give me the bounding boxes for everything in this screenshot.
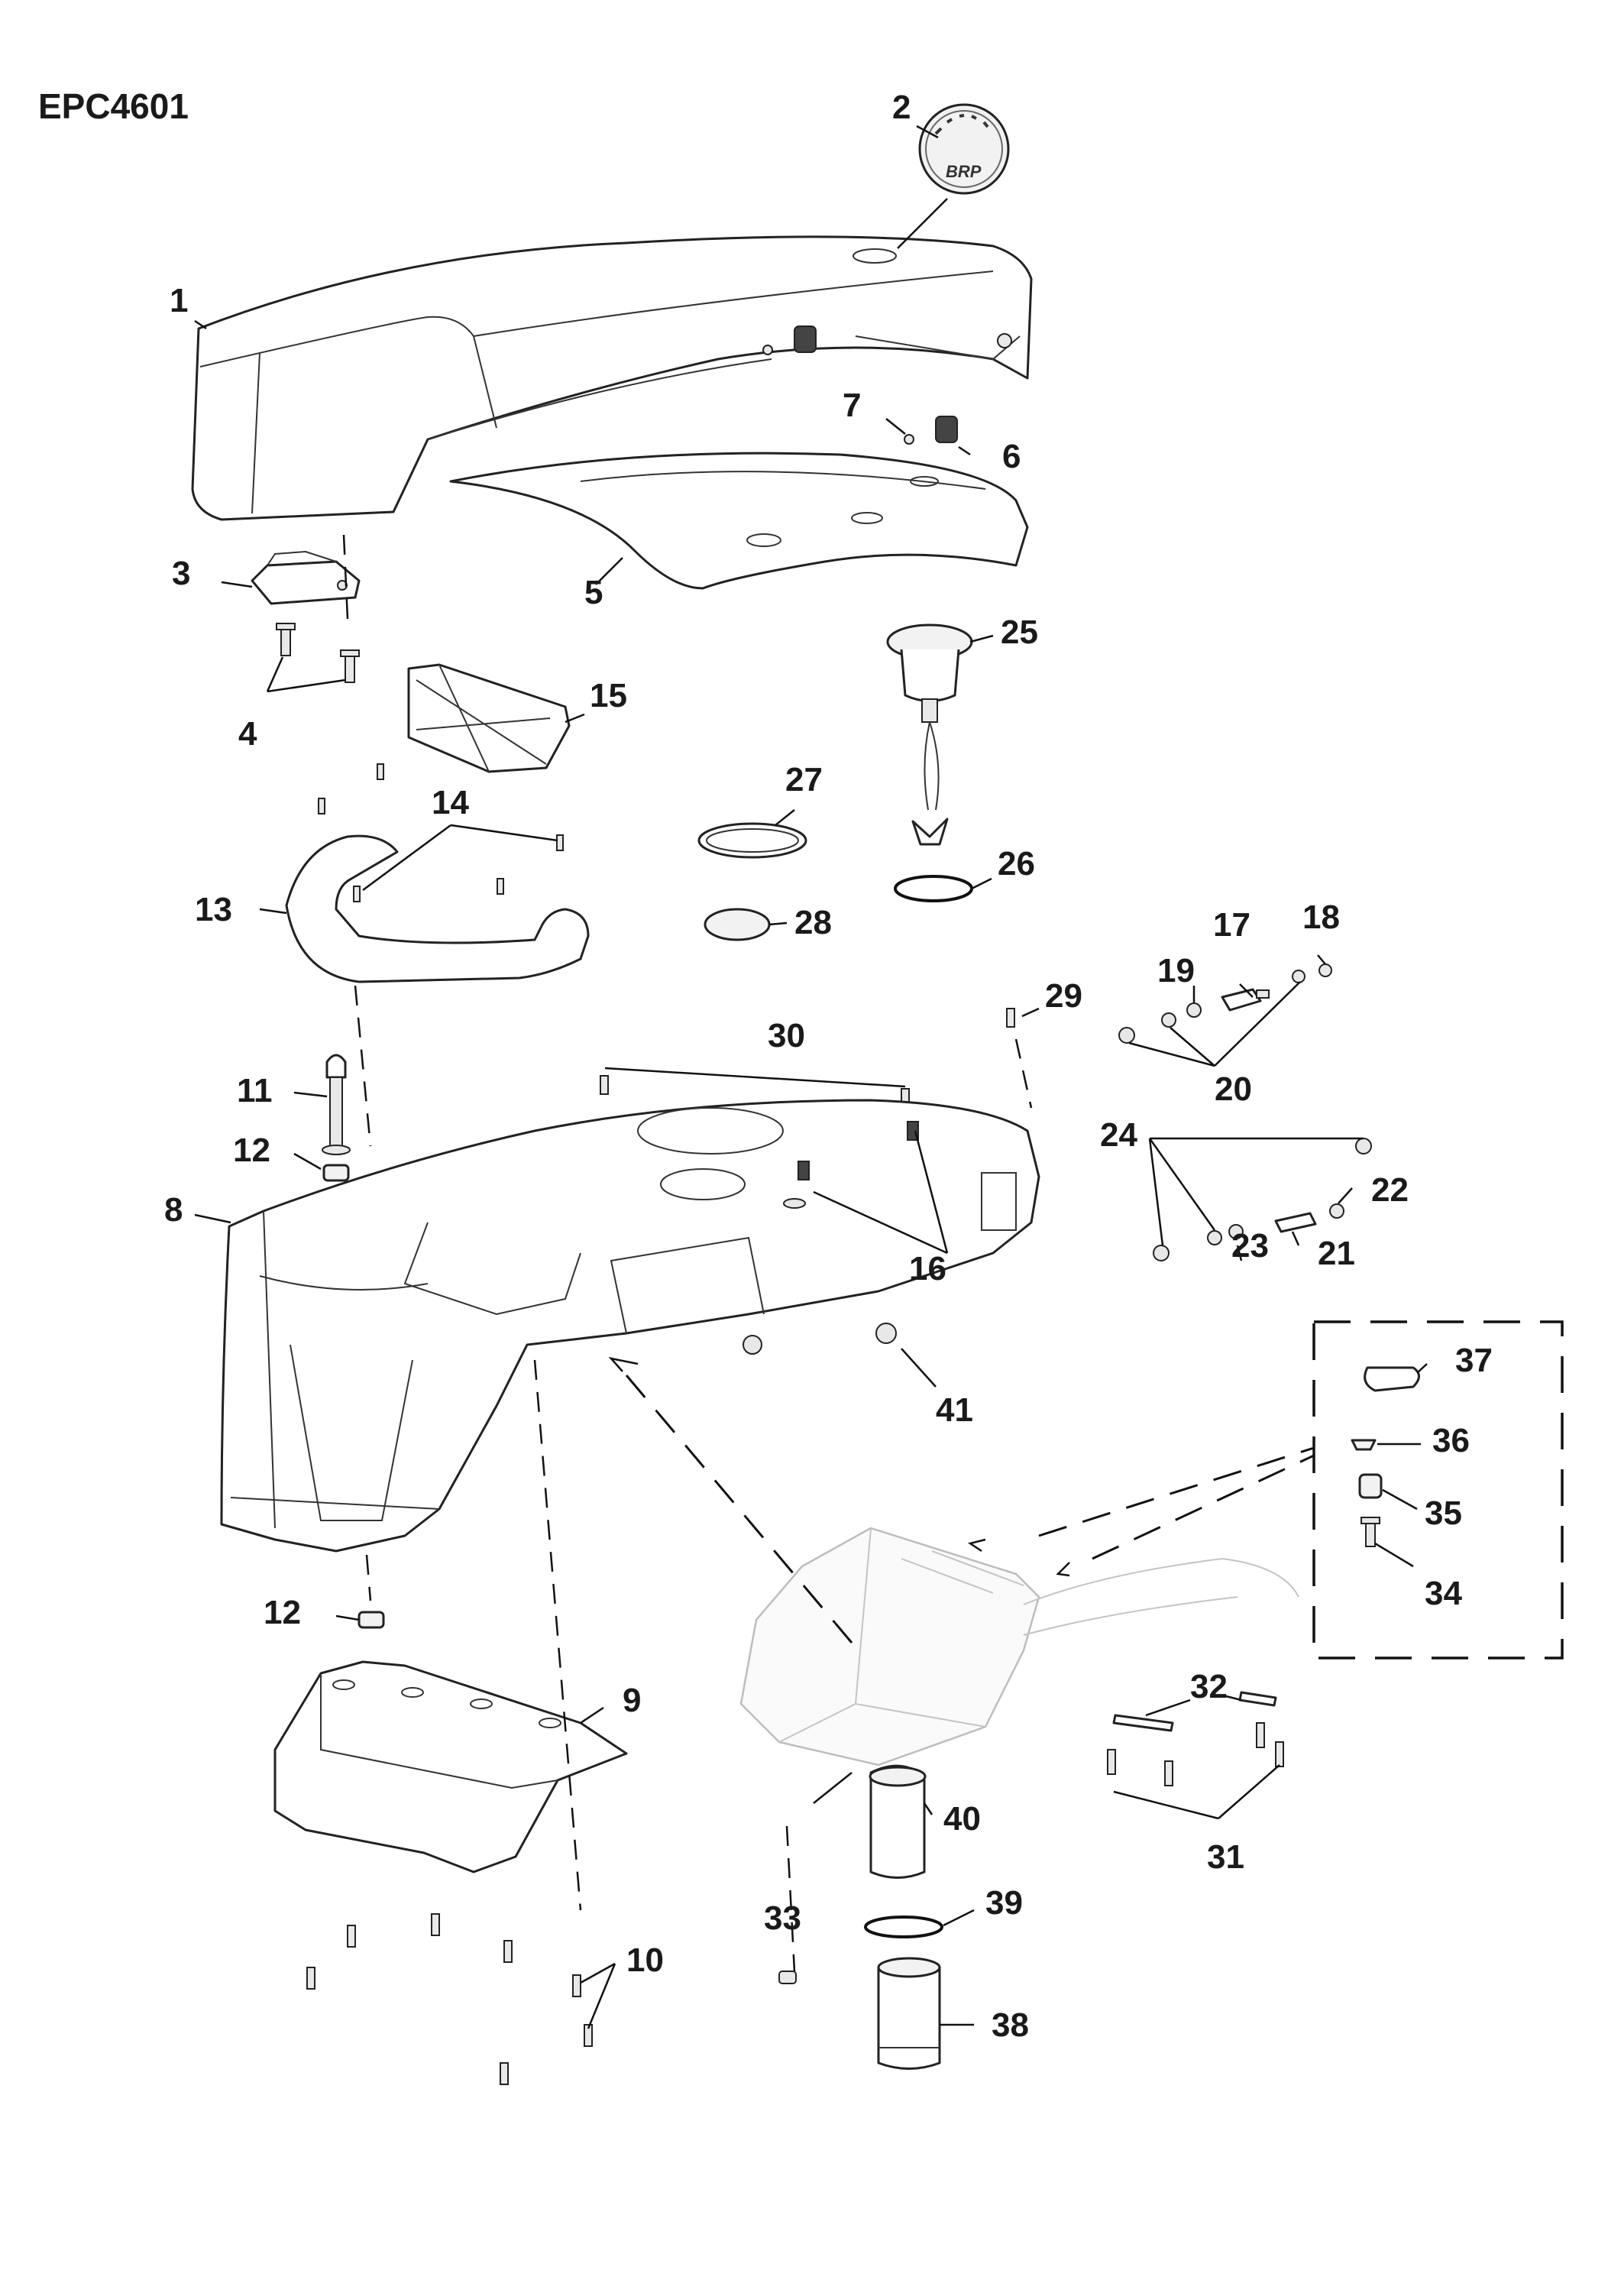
- label-10: 10: [626, 1941, 664, 1979]
- latch: [251, 550, 361, 605]
- label-18: 18: [1302, 899, 1340, 936]
- label-29: 29: [1045, 977, 1082, 1015]
- label-20: 20: [1215, 1070, 1252, 1108]
- assembly-lines: [342, 534, 1315, 1972]
- bracket-hardware: [1107, 1691, 1284, 1786]
- detail-box-parts: [1351, 1366, 1420, 1547]
- main-body: [220, 1099, 1040, 1553]
- label-39: 39: [985, 1884, 1023, 1922]
- label-32: 32: [1190, 1668, 1228, 1705]
- label-2: 2: [892, 89, 911, 126]
- label-3: 3: [172, 555, 190, 592]
- part-labels: 2 1 7 6 3 5 25 4 15 27 14 26 13 28 17 18…: [164, 89, 1493, 2044]
- label-19: 19: [1157, 952, 1195, 989]
- brp-badge: BRP: [918, 103, 1010, 195]
- label-1: 1: [170, 282, 188, 319]
- fuel-cap: [886, 623, 973, 902]
- label-25: 25: [1001, 614, 1038, 651]
- label-40: 40: [943, 1800, 981, 1838]
- screw-pair: [276, 623, 360, 683]
- label-8: 8: [164, 1191, 183, 1229]
- gaskets: [697, 822, 807, 941]
- label-30: 30: [768, 1017, 805, 1054]
- label-28: 28: [794, 904, 832, 941]
- electronic-module-context: [739, 1527, 1299, 1767]
- handle-bar: [285, 834, 590, 983]
- label-41: 41: [936, 1391, 973, 1429]
- label-12-bottom: 12: [264, 1594, 301, 1631]
- label-16: 16: [909, 1250, 946, 1287]
- label-7: 7: [843, 387, 861, 424]
- label-6: 6: [1002, 438, 1021, 475]
- label-37: 37: [1455, 1342, 1493, 1379]
- label-36: 36: [1432, 1422, 1470, 1459]
- lower-tray: [273, 1660, 628, 1873]
- diagram-code: EPC4601: [38, 86, 189, 126]
- label-22: 22: [1371, 1171, 1409, 1209]
- label-34: 34: [1425, 1575, 1462, 1612]
- label-11: 11: [237, 1072, 273, 1109]
- label-21: 21: [1318, 1235, 1355, 1272]
- label-27: 27: [785, 761, 823, 798]
- label-26: 26: [998, 845, 1035, 882]
- lower-cover-panel: [449, 452, 1029, 590]
- label-15: 15: [590, 677, 627, 714]
- label-24: 24: [1100, 1116, 1137, 1154]
- pin-and-grommet: [322, 1054, 385, 1629]
- small-screws: [318, 763, 564, 902]
- filter-canister: [778, 1764, 943, 2070]
- label-38: 38: [992, 2006, 1029, 2044]
- label-12-top: 12: [233, 1132, 270, 1169]
- logo-text: BRP: [946, 162, 982, 181]
- knob: [762, 325, 1012, 445]
- filter-frame: [407, 663, 571, 773]
- top-screws: [600, 1008, 1015, 1108]
- small-fittings: [1118, 963, 1372, 1261]
- label-9: 9: [623, 1682, 641, 1719]
- label-17: 17: [1213, 906, 1250, 944]
- label-13: 13: [195, 891, 232, 928]
- label-4: 4: [238, 715, 257, 753]
- leader-lines: [194, 125, 1428, 2029]
- upper-cover: [191, 235, 1033, 521]
- tray-screws: [306, 1913, 593, 2085]
- label-23: 23: [1231, 1227, 1269, 1265]
- label-35: 35: [1425, 1495, 1462, 1532]
- label-33: 33: [764, 1899, 801, 1937]
- label-5: 5: [584, 574, 603, 611]
- label-31: 31: [1207, 1838, 1244, 1876]
- label-14: 14: [432, 784, 469, 821]
- detail-box: [1312, 1320, 1564, 1660]
